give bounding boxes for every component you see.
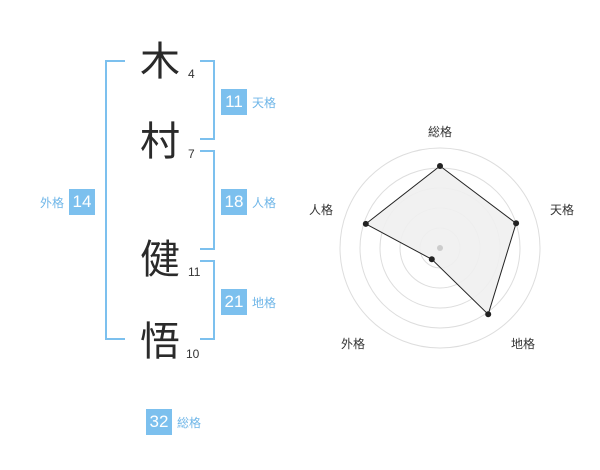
gaikaku-value: 14 <box>69 189 96 215</box>
tenkaku-badge: 11 天格 <box>221 89 276 115</box>
name-char-4: 悟 <box>140 319 180 365</box>
soukaku-label: 総格 <box>177 415 202 430</box>
stroke-count-2: 7 <box>188 147 195 161</box>
tenkaku-bracket <box>200 60 215 140</box>
radar-point-5 <box>362 220 369 227</box>
jinkaku-bracket <box>200 150 215 250</box>
gaikaku-bracket <box>105 60 125 340</box>
chikaku-bracket <box>200 260 215 340</box>
soukaku-badge: 32 総格 <box>146 409 201 435</box>
soukaku-value: 32 <box>146 409 172 435</box>
chikaku-label: 地格 <box>252 295 277 310</box>
radar-axis-label-jinkaku: 人格 <box>309 203 334 217</box>
jinkaku-badge: 18 人格 <box>221 189 276 215</box>
radar-point-1 <box>437 163 443 169</box>
name-char-2: 村 <box>140 119 180 165</box>
stroke-count-3: 11 <box>188 265 201 279</box>
radar-axis-label-chikaku: 地格 <box>511 337 536 351</box>
stroke-count-1: 4 <box>188 67 195 81</box>
gaikaku-badge: 外格 14 <box>40 189 96 215</box>
stroke-count-4: 10 <box>186 347 200 361</box>
name-char-1: 木 <box>140 39 180 85</box>
tenkaku-label: 天格 <box>252 95 277 110</box>
radar-axis-label-gaikaku: 外格 <box>341 337 366 351</box>
radar-center-dot <box>437 245 443 251</box>
radar-axis-label-soukaku: 総格 <box>428 125 453 139</box>
radar-axis-label-tenkaku: 天格 <box>550 203 575 217</box>
radar-ring <box>339 147 541 349</box>
radar-point-3 <box>485 311 492 318</box>
gaikaku-label: 外格 <box>40 195 65 210</box>
radar-point-2 <box>513 220 520 227</box>
radar-point-4 <box>428 256 435 263</box>
radar-series-polygon <box>364 165 517 316</box>
jinkaku-value: 18 <box>221 189 247 215</box>
name-char-3: 健 <box>140 237 180 283</box>
chikaku-value: 21 <box>221 289 247 315</box>
chikaku-badge: 21 地格 <box>221 289 276 315</box>
jinkaku-label: 人格 <box>252 195 277 210</box>
tenkaku-value: 11 <box>221 89 247 115</box>
